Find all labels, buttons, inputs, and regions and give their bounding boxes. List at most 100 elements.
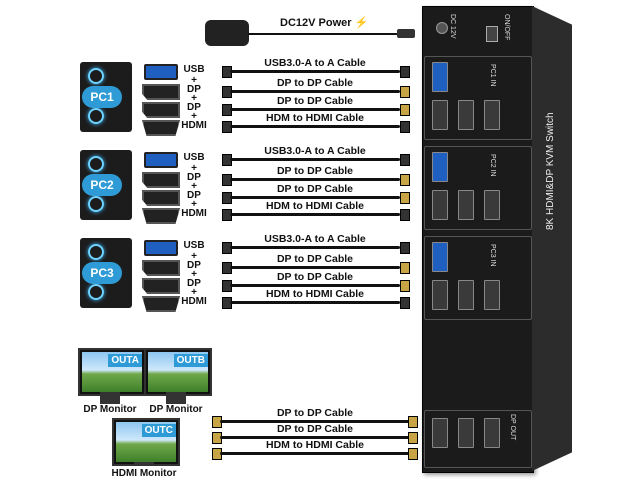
monitor-stand: [100, 392, 120, 404]
port-label: DP: [187, 278, 201, 289]
cable-plug: [400, 192, 410, 204]
cable-line: [220, 436, 410, 439]
cable-line: [230, 90, 400, 93]
hdmi-port-icon: [142, 208, 180, 224]
cable-plug: [400, 86, 410, 98]
port-label: +: [191, 199, 197, 210]
switch-input-group: [424, 56, 532, 140]
dp-port-icon: [484, 100, 500, 130]
cable-line: [230, 246, 400, 249]
cable-line: [220, 420, 410, 423]
dp-port-icon: [458, 190, 474, 220]
cable-line: [230, 213, 400, 216]
port-label: DP: [187, 260, 201, 271]
dp-port-icon: [142, 84, 180, 100]
cable-plug: [400, 280, 410, 292]
dp-port-icon: [458, 280, 474, 310]
pc-in-label: PC3 IN: [489, 244, 496, 267]
fan-icon: [88, 244, 104, 260]
power-toggle[interactable]: [486, 26, 498, 42]
port-label: +: [191, 181, 197, 192]
hdmi-port-icon: [432, 100, 448, 130]
switch-output-group: [424, 410, 532, 468]
lightning-icon: ⚡: [354, 17, 369, 29]
dp-port-icon: [458, 100, 474, 130]
dp-port-icon: [484, 418, 500, 448]
dc-jack: [436, 22, 448, 34]
switch-input-group: [424, 236, 532, 320]
usb-port-icon: [144, 64, 178, 80]
dp-port-icon: [142, 190, 180, 206]
dp-port-icon: [142, 172, 180, 188]
cable-plug: [408, 448, 418, 460]
dp-port-icon: [458, 418, 474, 448]
cable-plug: [400, 104, 410, 116]
cable-plug: [400, 297, 410, 309]
monitor-tag: OUTB: [173, 354, 208, 367]
cable-label: HDM to HDMI Cable: [266, 288, 364, 300]
cable-line: [230, 301, 400, 304]
dc-label: DC 12V: [449, 14, 456, 39]
dp-port-icon: [142, 260, 180, 276]
monitor-stand: [134, 462, 154, 466]
usb-port-icon: [144, 240, 178, 256]
cable-plug: [408, 416, 418, 428]
cable-label: HDM to HDMI Cable: [266, 112, 364, 124]
monitor-tag: OUTC: [141, 424, 176, 437]
pc-in-label: PC1 IN: [489, 64, 496, 87]
cable-plug: [408, 432, 418, 444]
port-label: DP: [187, 172, 201, 183]
hdmi-port-icon: [142, 296, 180, 312]
monitor-stand: [166, 392, 186, 404]
pc-label: PC2: [82, 174, 122, 196]
cable-plug: [400, 209, 410, 221]
cable-plug: [400, 154, 410, 166]
usb-port-icon: [144, 152, 178, 168]
hdmi-port-icon: [432, 418, 448, 448]
monitor-label: DP Monitor: [83, 404, 137, 415]
monitor-outa: OUTA: [78, 348, 146, 396]
fan-icon: [88, 108, 104, 124]
cable-plug: [400, 66, 410, 78]
dp-port-icon: [142, 102, 180, 118]
usb-port-icon: [432, 242, 448, 272]
fan-icon: [88, 156, 104, 172]
power-cable: [248, 33, 398, 35]
cable-line: [230, 284, 400, 287]
cable-label: DP to DP Cable: [276, 407, 354, 419]
dp-port-icon: [484, 190, 500, 220]
cable-line: [230, 266, 400, 269]
usb-port-icon: [432, 62, 448, 92]
monitor-label: HDMI Monitor: [111, 468, 177, 479]
port-label: HDMI: [181, 120, 207, 131]
port-label: HDMI: [181, 208, 207, 219]
cable-label: HDM to HDMI Cable: [266, 439, 364, 451]
power-adapter: [205, 20, 249, 46]
cable-label: DP to DP Cable: [276, 165, 354, 177]
fan-icon: [88, 284, 104, 300]
pc-label: PC1: [82, 86, 122, 108]
cable-plug: [400, 121, 410, 133]
port-label: +: [191, 269, 197, 280]
port-label: +: [191, 163, 197, 174]
pc-label: PC3: [82, 262, 122, 284]
fan-icon: [88, 68, 104, 84]
cable-plug: [400, 262, 410, 274]
monitor-outc: OUTC: [112, 418, 180, 466]
cable-line: [230, 108, 400, 111]
cable-line: [230, 158, 400, 161]
switch-brand: 8K HDMI&DP KVM Switch: [545, 112, 556, 230]
port-label: USB: [183, 240, 205, 251]
port-label: DP: [187, 84, 201, 95]
power-label-text: DC12V Power: [280, 17, 352, 29]
dp-port-icon: [484, 280, 500, 310]
port-label: +: [191, 75, 197, 86]
port-label: +: [191, 251, 197, 262]
cable-label: DP to DP Cable: [276, 271, 354, 283]
port-label: USB: [183, 152, 205, 163]
kvm-switch-side: [532, 6, 572, 471]
port-label: HDMI: [181, 296, 207, 307]
pc-in-label: PC2 IN: [489, 154, 496, 177]
port-label: USB: [183, 64, 205, 75]
cable-label: DP to DP Cable: [276, 95, 354, 107]
